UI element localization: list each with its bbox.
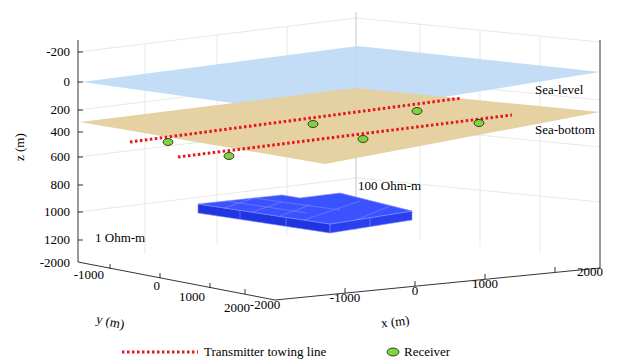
plane-label: Sea-level: [535, 83, 583, 97]
sea-bottom-plane: [80, 88, 600, 164]
axis-title: x (m): [380, 313, 410, 330]
axis-title: z (m): [13, 133, 27, 161]
axis-title: y (m): [95, 312, 126, 332]
towing-lines: [130, 98, 512, 157]
legend-receiver-sample: [387, 348, 399, 356]
z-tick-label: 800: [51, 178, 71, 192]
z-tick-label: -200: [46, 45, 70, 59]
legend-text: Transmitter towing line: [204, 345, 326, 359]
x-tick-label: -1000: [330, 291, 360, 305]
y-tick-label: 2000: [224, 301, 250, 315]
x-tick-label: 1000: [472, 277, 498, 291]
y-tick-label: 1000: [179, 290, 205, 304]
y-tick-label: 0: [154, 279, 161, 293]
receivers: [163, 108, 484, 160]
z-tick-label: 1200: [44, 233, 70, 247]
z-tick-label: 1000: [44, 205, 70, 219]
y-tick-label: -2000: [40, 256, 70, 270]
z-tick-label: 400: [51, 125, 71, 139]
plane-label: Sea-bottom: [535, 123, 595, 137]
region-label: 1 Ohm-m: [95, 231, 145, 245]
z-tick-label: 600: [51, 150, 71, 164]
legend-line-sample: [122, 351, 198, 354]
x-tick-label: -2000: [250, 298, 280, 312]
x-tick-label: 2000: [577, 265, 603, 279]
z-tick-label: 0: [64, 75, 71, 89]
legend-text: Receiver: [404, 345, 450, 359]
y-tick-label: -1000: [74, 268, 104, 282]
resistive-block: [198, 193, 412, 233]
z-tick-label: 200: [51, 103, 71, 117]
grid-lines: [78, 18, 600, 254]
region-label: 100 Ohm-m: [358, 179, 421, 193]
axis-box: [78, 12, 600, 300]
x-tick-label: 0: [412, 284, 419, 298]
